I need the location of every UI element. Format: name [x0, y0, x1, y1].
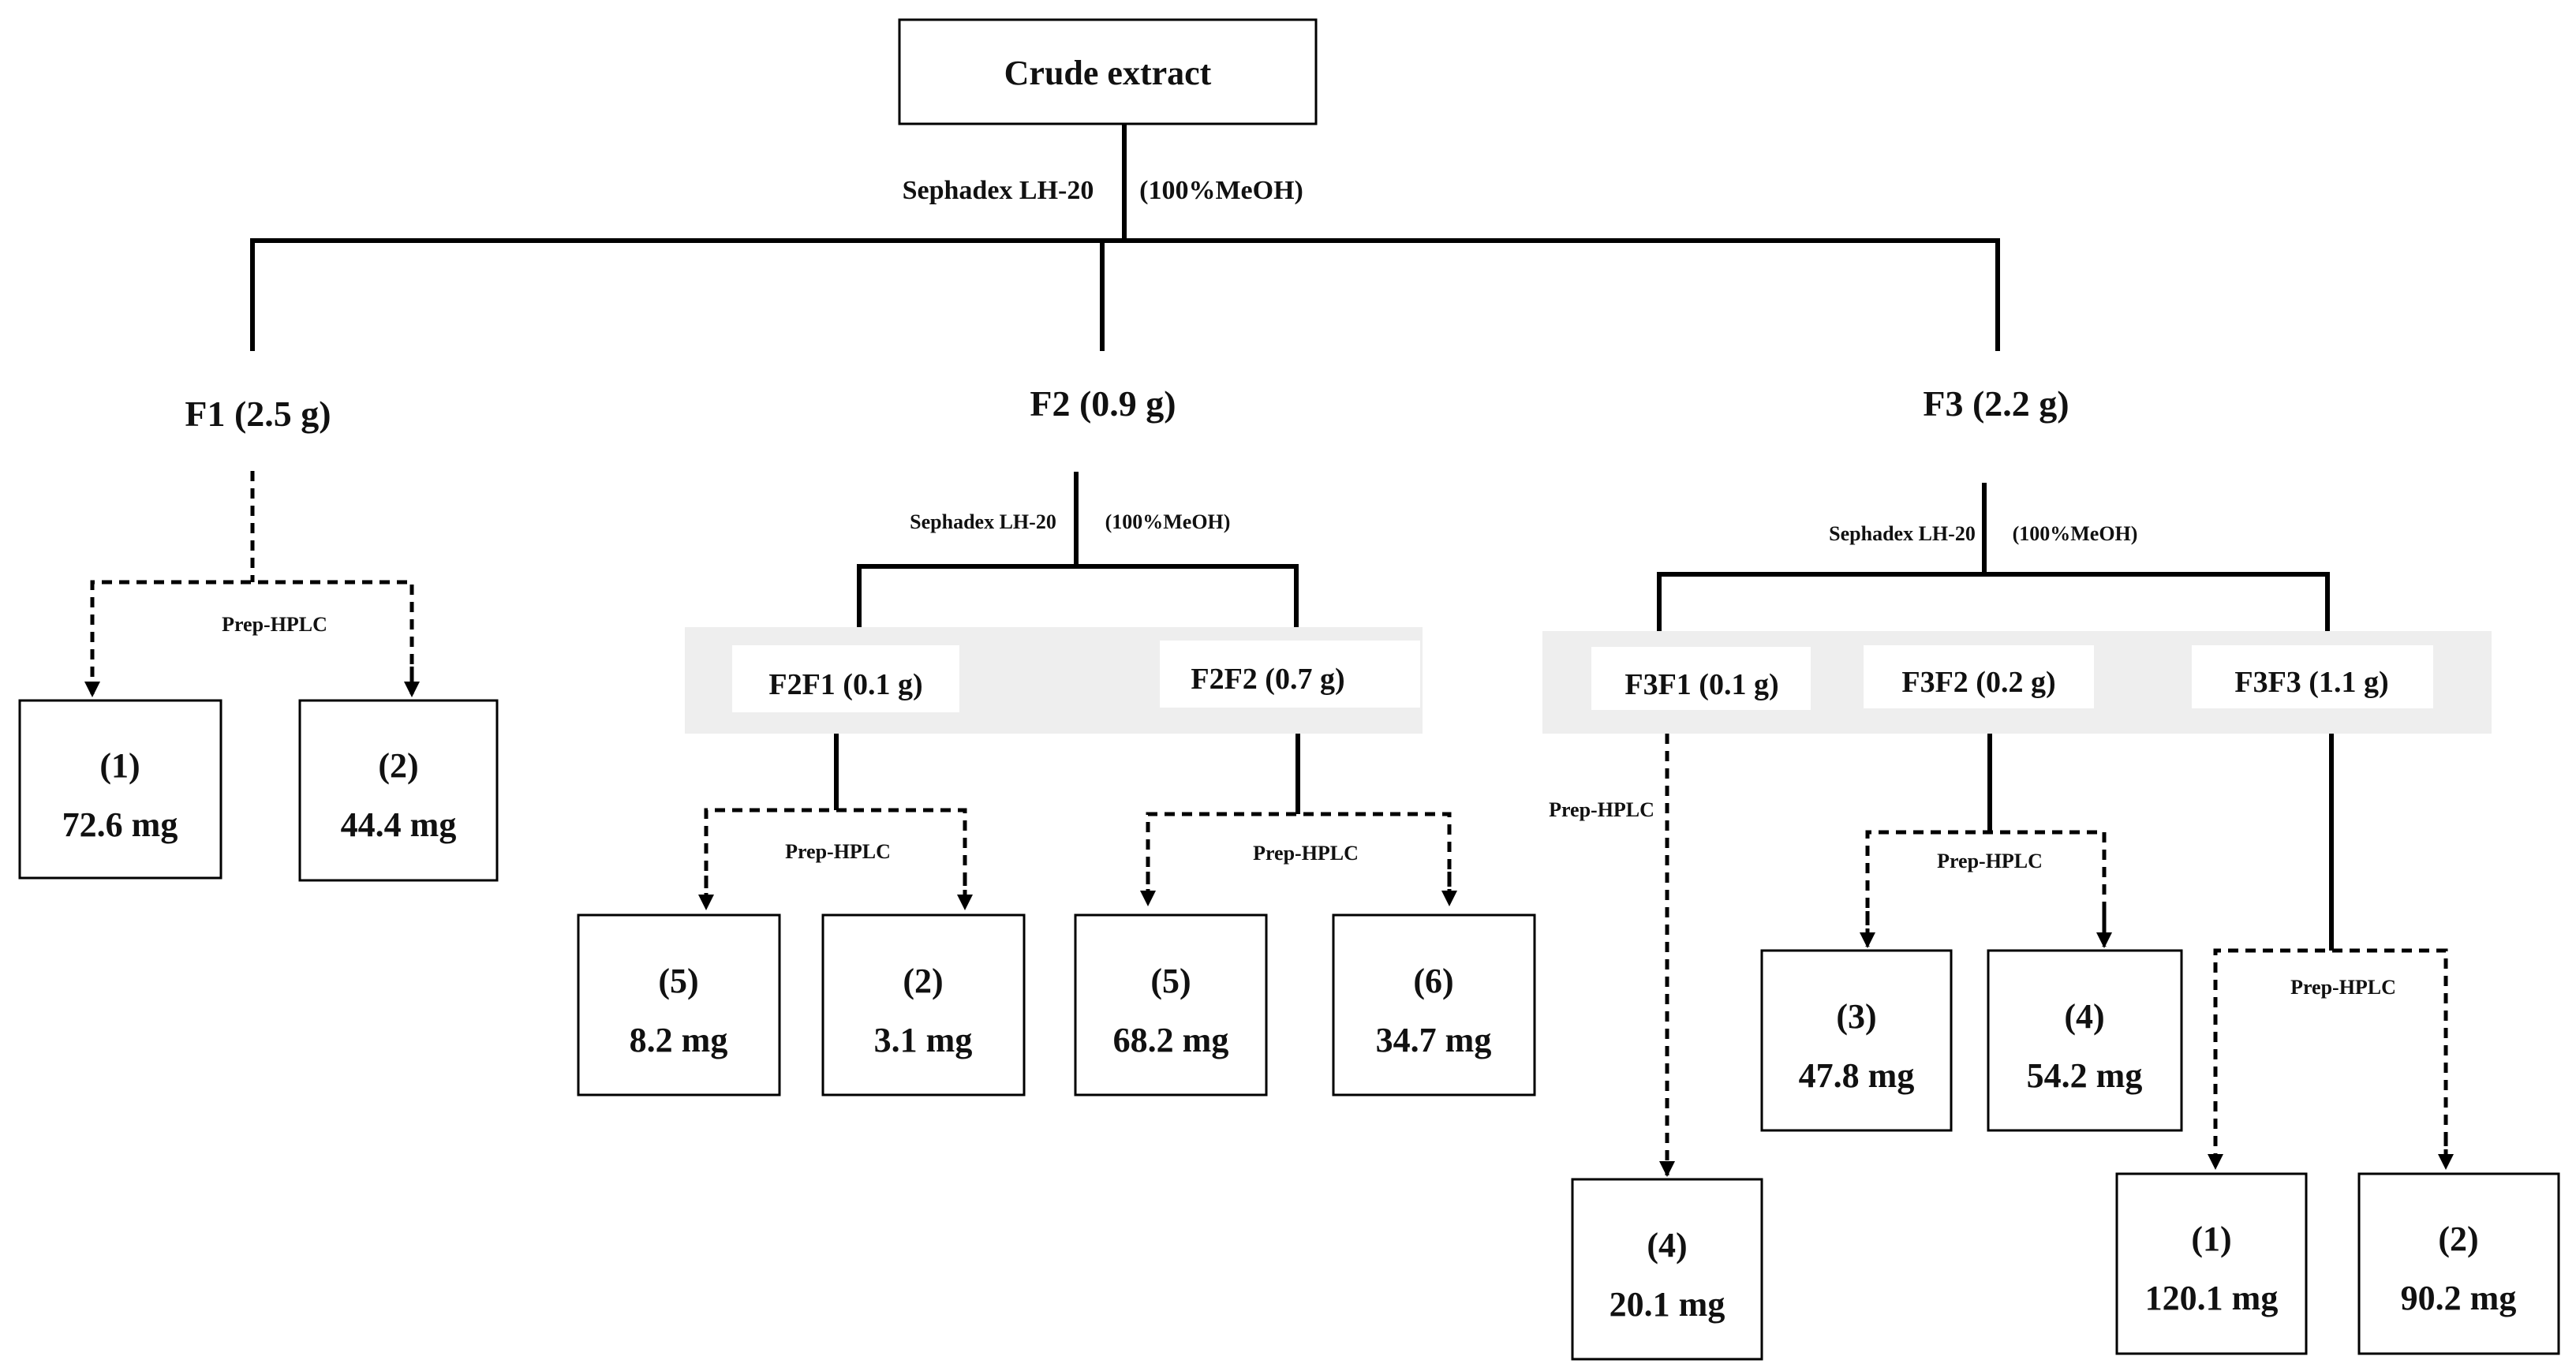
compound-box: (5) 68.2 mg: [1074, 913, 1268, 1096]
compound-id: (2): [903, 962, 943, 1000]
f3-method-sephadex: Sephadex LH-20: [1829, 522, 1976, 545]
f3f2-method-prep-hplc: Prep-HPLC: [1937, 850, 2043, 872]
compound-box: (4) 54.2 mg: [1987, 949, 2183, 1132]
f2-method-sephadex: Sephadex LH-20: [910, 510, 1056, 533]
compound-mass: 44.4 mg: [341, 805, 457, 844]
compound-mass: 8.2 mg: [630, 1021, 728, 1059]
fraction-f1-label: F1 (2.5 g): [185, 394, 331, 434]
crude-extract-label: Crude extract: [1004, 54, 1212, 92]
compound-id: (5): [658, 962, 698, 1000]
f2-method-solvent: (100%MeOH): [1105, 510, 1231, 533]
subfraction-f2f2-label: F2F2 (0.7 g): [1191, 663, 1344, 696]
compound-id: (1): [2191, 1220, 2231, 1258]
subfraction-f3f1-label: F3F1 (0.1 g): [1624, 668, 1778, 701]
compound-mass: 90.2 mg: [2401, 1279, 2517, 1317]
compound-box: (6) 34.7 mg: [1332, 913, 1536, 1096]
compound-box: (2) 44.4 mg: [298, 699, 499, 882]
f3f3-method-prep-hplc: Prep-HPLC: [2290, 976, 2396, 999]
compound-box: (1) 72.6 mg: [18, 699, 222, 880]
compound-box: (3) 47.8 mg: [1760, 949, 1953, 1132]
fraction-f3-label: F3 (2.2 g): [1923, 383, 2069, 424]
compound-mass: 34.7 mg: [1376, 1021, 1492, 1059]
compound-id: (1): [99, 746, 140, 785]
compound-mass: 72.6 mg: [62, 805, 178, 844]
root-method-solvent: (100%MeOH): [1139, 176, 1303, 205]
compound-box: (4) 20.1 mg: [1571, 1178, 1763, 1361]
subfraction-f3f2-label: F3F2 (0.2 g): [1901, 666, 2055, 699]
compound-id: (4): [2064, 997, 2104, 1036]
crude-extract-node: Crude extract: [898, 18, 1318, 125]
compound-mass: 3.1 mg: [874, 1021, 973, 1059]
f3-method-solvent: (100%MeOH): [2013, 522, 2138, 545]
compound-id: (4): [1647, 1226, 1687, 1265]
compound-mass: 120.1 mg: [2145, 1279, 2279, 1317]
compound-id: (2): [2438, 1220, 2478, 1258]
f2f2-method-prep-hplc: Prep-HPLC: [1253, 842, 1359, 865]
compound-id: (5): [1150, 962, 1191, 1000]
compound-mass: 54.2 mg: [2027, 1056, 2143, 1095]
fraction-f2-label: F2 (0.9 g): [1030, 383, 1176, 424]
f2f1-method-prep-hplc: Prep-HPLC: [785, 840, 891, 863]
f3f1-method-prep-hplc: Prep-HPLC: [1549, 798, 1654, 821]
compound-id: (3): [1836, 997, 1876, 1036]
compound-mass: 68.2 mg: [1113, 1021, 1229, 1059]
compound-box: (1) 120.1 mg: [2115, 1172, 2308, 1355]
root-method-sephadex: Sephadex LH-20: [903, 176, 1094, 205]
f1-method-prep-hplc: Prep-HPLC: [222, 613, 327, 636]
compound-id: (6): [1413, 962, 1453, 1000]
subfraction-f2f1-label: F2F1 (0.1 g): [768, 668, 922, 701]
compound-id: (2): [378, 746, 418, 785]
compound-box: (2) 3.1 mg: [821, 913, 1026, 1096]
subfraction-f3f3-label: F3F3 (1.1 g): [2234, 666, 2388, 699]
compound-box: (2) 90.2 mg: [2357, 1172, 2560, 1355]
compound-mass: 20.1 mg: [1610, 1285, 1725, 1324]
compound-mass: 47.8 mg: [1799, 1056, 1915, 1095]
compound-box: (5) 8.2 mg: [577, 913, 781, 1096]
